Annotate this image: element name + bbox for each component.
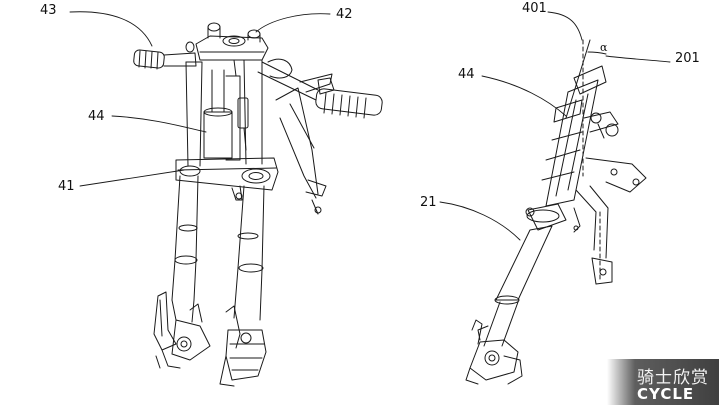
leader-42 [255, 13, 331, 33]
ref-label-44-left: 44 [88, 109, 105, 124]
watermark-chinese-text: 骑士欣赏 [637, 368, 709, 388]
ref-label-401: 401 [522, 1, 547, 16]
leader-44-left [111, 115, 207, 133]
leader-43 [69, 11, 153, 47]
right-fork-foot-caliper [219, 305, 267, 387]
ref-label-44-right: 44 [458, 67, 475, 82]
side-view-fork-assembly [465, 39, 647, 385]
ref-label-201: 201 [675, 51, 700, 66]
ref-label-42: 42 [336, 7, 353, 22]
leader-201 [605, 55, 671, 63]
watermark-badge: 骑士欣赏 CYCLE [607, 359, 719, 405]
ref-label-21: 21 [420, 195, 437, 210]
leader-21 [439, 201, 521, 241]
lower-triple-clamp [175, 157, 279, 201]
left-fork-tube [171, 61, 203, 323]
angle-label-alpha: α [600, 41, 608, 54]
leader-41 [79, 169, 185, 187]
ref-label-41: 41 [58, 179, 75, 194]
upper-triple-clamp [195, 22, 269, 61]
side-steering-damper [553, 99, 619, 139]
side-bracket-arm [573, 157, 647, 285]
side-fork-foot-caliper [465, 319, 523, 385]
leader-401 [547, 11, 583, 41]
front-view-fork-assembly [133, 22, 383, 387]
watermark-english-text: CYCLE [637, 385, 695, 403]
leader-lines [69, 11, 671, 241]
right-handlebar [257, 58, 383, 119]
leader-44-right [481, 75, 567, 117]
angle-arc [587, 51, 607, 55]
side-lower-fork-tube [477, 225, 553, 347]
left-handlebar-grip [133, 41, 197, 70]
steering-damper-body [203, 59, 249, 161]
steering-bracket-arm [275, 77, 335, 215]
ref-label-43: 43 [40, 3, 57, 18]
side-upper-tube [541, 65, 607, 207]
steering-axis-line [565, 39, 591, 119]
side-lower-clamp [525, 203, 567, 231]
left-fork-foot-caliper [153, 291, 211, 369]
